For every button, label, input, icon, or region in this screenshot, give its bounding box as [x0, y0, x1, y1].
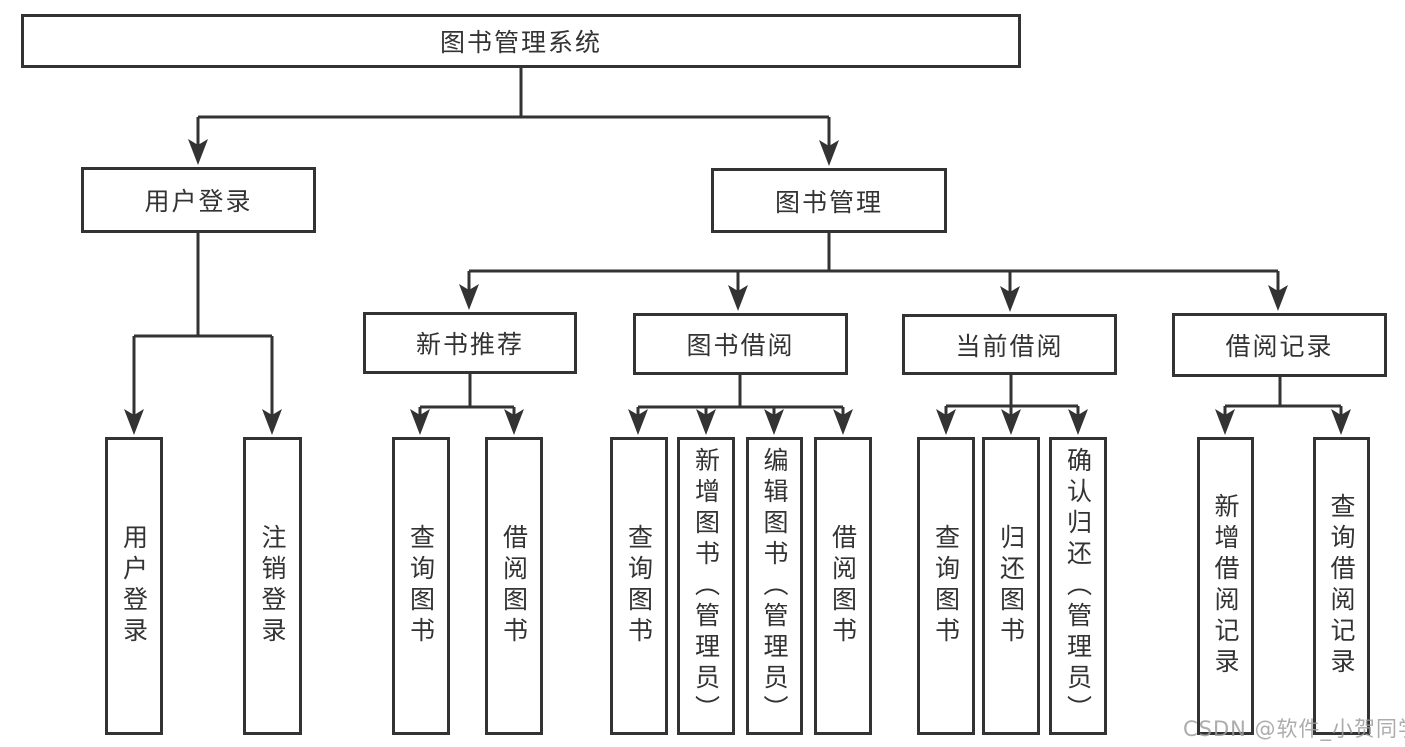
leaf-bb-edit-books-admin: 编辑图书（管理员） [746, 437, 803, 735]
leaf-br-query-borrow-record: 查询借阅记录 [1313, 437, 1370, 735]
leaf-nbr-borrow-books: 借阅图书 [485, 437, 543, 735]
leaf-bb-add-books-admin: 新增图书（管理员） [677, 437, 735, 735]
node-current-borrow: 当前借阅 [902, 314, 1117, 375]
leaf-bb-query-books: 查询图书 [610, 437, 668, 735]
leaf-logout: 注销登录 [243, 437, 302, 735]
node-user-login: 用户登录 [81, 167, 316, 233]
node-borrow-records: 借阅记录 [1172, 313, 1387, 377]
leaf-br-add-borrow-record: 新增借阅记录 [1197, 437, 1254, 735]
leaf-bb-borrow-books: 借阅图书 [814, 437, 872, 735]
node-book-management: 图书管理 [711, 168, 947, 233]
node-new-book-recommend: 新书推荐 [363, 312, 577, 374]
leaf-user-login: 用户登录 [105, 437, 163, 735]
leaf-cb-return-books: 归还图书 [982, 437, 1040, 735]
node-book-borrow: 图书借阅 [633, 313, 848, 375]
csdn-watermark: CSDN @软件_小贺同学 [1183, 717, 1405, 741]
node-root-library-management-system: 图书管理系统 [21, 14, 1021, 68]
leaf-cb-query-books: 查询图书 [917, 437, 975, 735]
leaf-cb-confirm-return-admin: 确认归还（管理员） [1049, 437, 1107, 735]
leaf-nbr-query-books: 查询图书 [392, 437, 450, 735]
